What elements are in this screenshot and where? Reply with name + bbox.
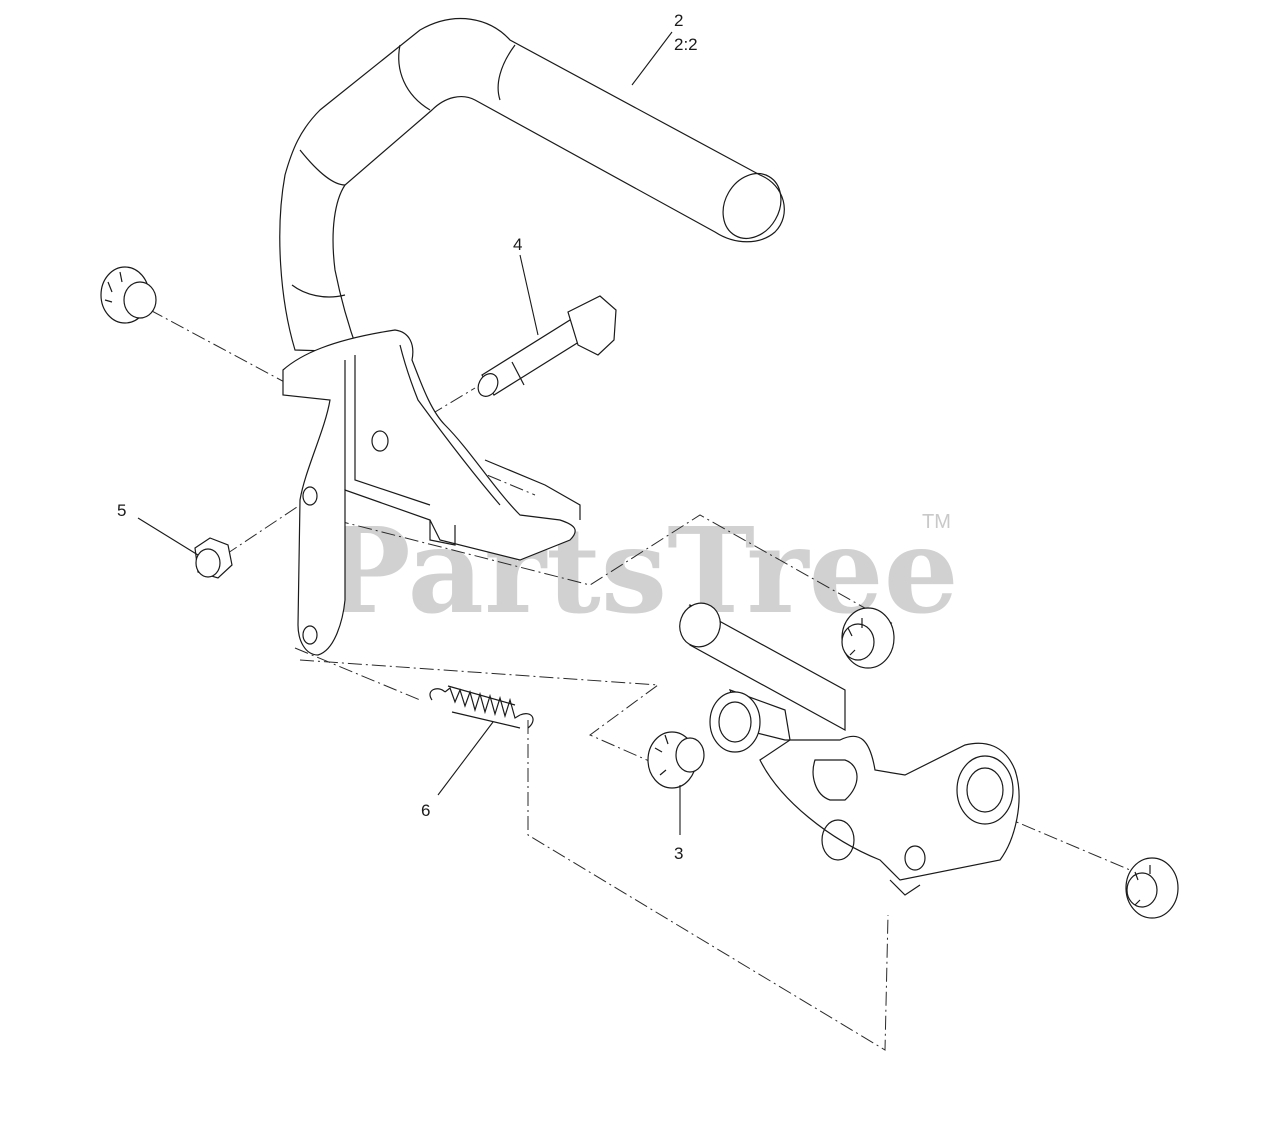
callout-3: 3 <box>674 844 683 863</box>
pivot-arm-hole <box>821 819 855 861</box>
flange-bushing-right <box>1125 857 1179 919</box>
shoulder-bolt-shoulder <box>511 361 525 386</box>
lever-bracket-hole-1 <box>371 430 389 452</box>
callout-5: 5 <box>117 501 126 520</box>
handle-bar-weld-line <box>291 284 346 298</box>
lever-bracket-hole-2 <box>302 486 318 506</box>
shoulder-bolt-hex-head <box>567 295 617 356</box>
leader-6 <box>437 721 494 796</box>
assembly-line-shaft <box>334 514 896 626</box>
lever-bracket-edge-2 <box>354 355 431 506</box>
extension-spring-part <box>429 685 534 729</box>
pivot-arm-eye-bore <box>966 767 1004 813</box>
lever-bracket-slot <box>429 520 456 546</box>
assembly-line-bolt <box>429 387 476 416</box>
nut-face <box>195 548 221 578</box>
lever-bracket-edge-3 <box>399 344 501 506</box>
handle-bar-bend-line-3 <box>497 44 516 101</box>
assembly-line-bushing-right <box>999 814 1131 871</box>
leader-lines <box>137 31 681 835</box>
leader-2 <box>631 31 673 86</box>
handle-bar-part <box>279 18 785 353</box>
flange-bushing-part-3 <box>647 731 705 789</box>
callouts: 2 2:2 4 5 6 3 <box>117 11 698 863</box>
pivot-arm-tab <box>889 879 921 896</box>
bushing-ur-notches <box>847 618 863 656</box>
assembly-line-nut <box>224 504 301 556</box>
handle-bar-bend-line-2 <box>398 44 431 111</box>
leader-4 <box>519 254 539 336</box>
handle-bar-tube <box>279 18 785 353</box>
pivot-arm-eye <box>956 755 1014 825</box>
callout-6: 6 <box>421 801 430 820</box>
bushing-left-body <box>123 281 157 319</box>
bushing-3-body <box>675 737 705 773</box>
lever-bracket-hole-3 <box>302 625 318 645</box>
callout-2: 2 <box>674 11 683 30</box>
pivot-arm-cutout <box>812 759 858 801</box>
shoulder-bolt-tip <box>477 373 499 397</box>
pivot-arm-plate <box>728 688 1020 881</box>
pivot-arm-pin-hole <box>904 845 926 871</box>
pivot-shaft-part <box>679 602 1020 896</box>
lever-bracket-part <box>282 329 581 656</box>
assembly-line-spring-right <box>299 659 666 769</box>
bushing-ur-body <box>841 623 875 661</box>
lever-bracket-plate <box>282 329 576 656</box>
callout-2-qty: 2:2 <box>674 35 698 54</box>
flange-bushing-upper-right <box>841 607 895 669</box>
leader-5 <box>137 517 199 556</box>
bushing-3-notches <box>654 734 669 776</box>
bushing-right-body <box>1126 872 1158 908</box>
assembly-lines <box>149 309 1131 1051</box>
flange-bushing-left <box>100 266 157 324</box>
callout-4: 4 <box>513 235 522 254</box>
bushing-right-notches <box>1134 865 1151 906</box>
spring-coils <box>444 687 521 719</box>
handle-bar-end-cap <box>722 173 782 239</box>
assembly-line-spring-hook <box>527 720 889 1051</box>
handle-bar-bend-line-1 <box>299 149 346 186</box>
assembly-line-spring-left <box>294 647 421 701</box>
watermark-trademark: TM <box>922 511 951 533</box>
bushing-left-notches <box>104 271 123 303</box>
spring-hooks <box>429 688 534 729</box>
lever-bracket-tab <box>484 459 581 520</box>
pivot-bushing-boss <box>709 691 761 753</box>
pivot-shaft-end <box>679 602 721 648</box>
shoulder-bolt-part <box>477 295 617 397</box>
assembly-line-bushing-left <box>149 309 291 386</box>
nut-part <box>194 537 233 579</box>
spring-body-outline <box>447 685 521 729</box>
pivot-bushing-bore <box>718 701 752 743</box>
